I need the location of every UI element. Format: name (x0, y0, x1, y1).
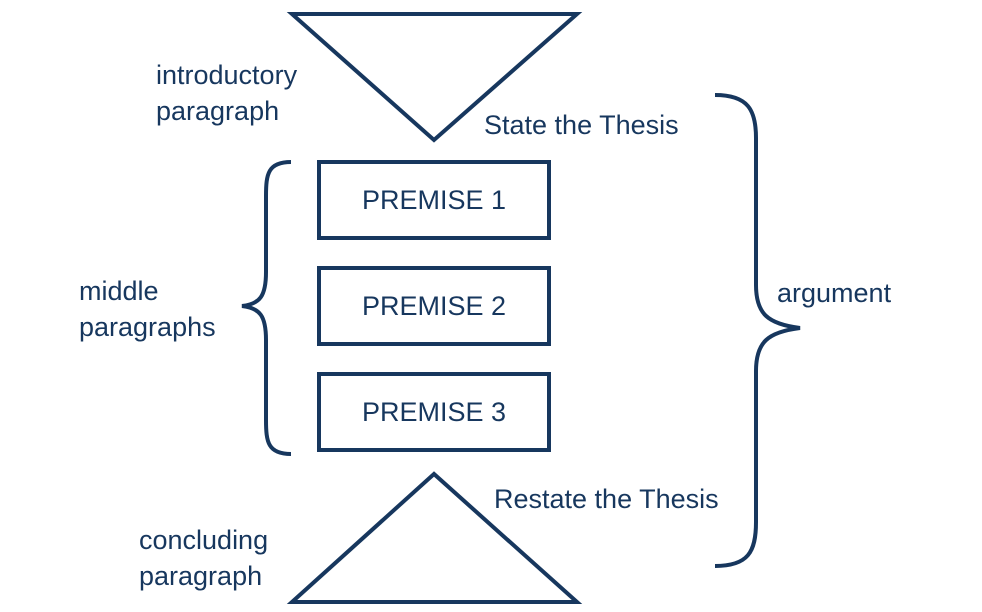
concluding-label-line-1: concluding (139, 525, 269, 555)
state-thesis-label: State the Thesis (484, 110, 679, 140)
argument-label: argument (777, 278, 892, 308)
premise-label-2: PREMISE 2 (361, 290, 507, 321)
introductory-paragraph-label: introductory paragraph (156, 57, 297, 129)
middle-paragraphs-brace (241, 160, 292, 456)
premise-box-1: PREMISE 1 (317, 160, 551, 240)
premise-box-3: PREMISE 3 (317, 372, 551, 452)
argument-brace (714, 93, 801, 568)
introductory-label-line-1: introductory (156, 60, 298, 90)
concluding-paragraph-label: concluding paragraph (139, 522, 268, 594)
introductory-label-line-2: paragraph (156, 96, 280, 126)
middle-label-line-2: paragraphs (79, 312, 216, 342)
premise-label-1: PREMISE 1 (361, 184, 507, 215)
intro-funnel-triangle (286, 12, 583, 143)
restate-thesis-label: Restate the Thesis (494, 484, 719, 514)
premise-box-2: PREMISE 2 (317, 266, 551, 346)
middle-paragraphs-label: middle paragraphs (79, 273, 216, 345)
conclusion-triangle (286, 471, 583, 604)
premise-label-3: PREMISE 3 (361, 396, 507, 427)
concluding-label-line-2: paragraph (139, 561, 263, 591)
middle-label-line-1: middle (79, 276, 159, 306)
